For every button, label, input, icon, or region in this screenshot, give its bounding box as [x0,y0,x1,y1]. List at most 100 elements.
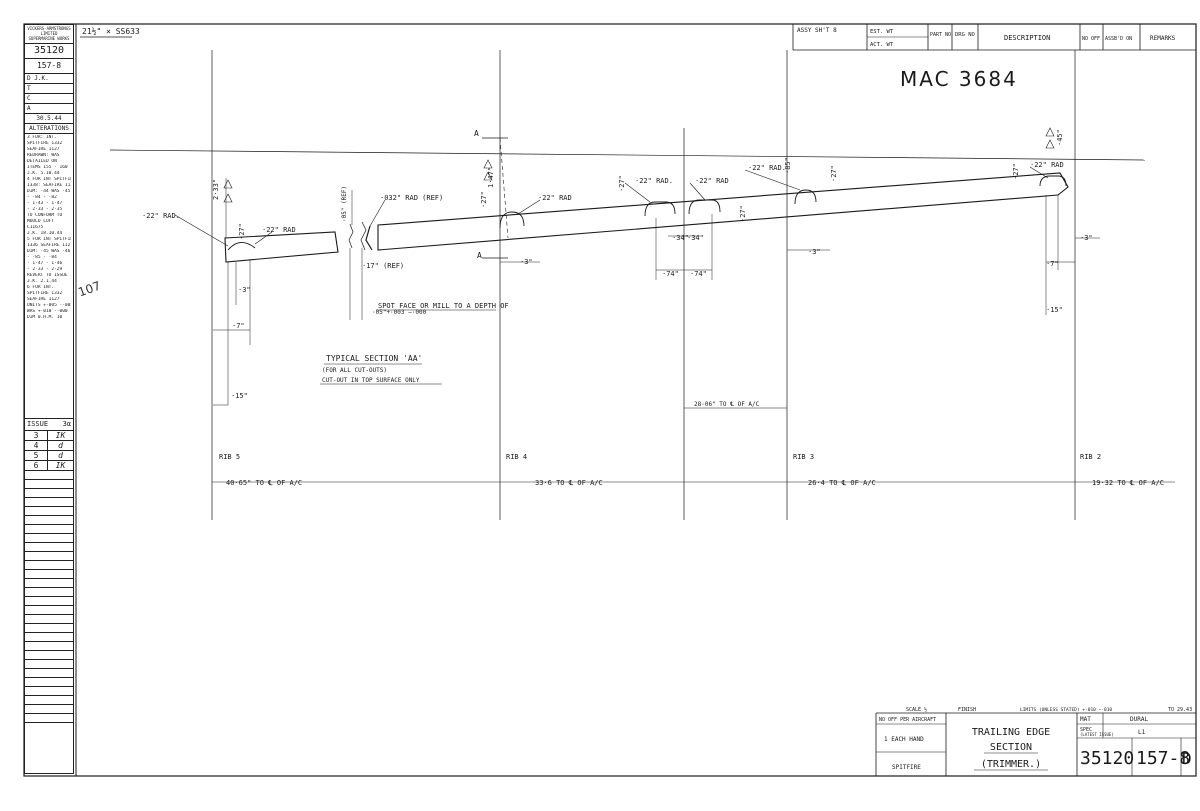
title-block-lines [875,712,1196,776]
alteration-line: MOULD LOFT [27,219,55,224]
blank-row [25,543,73,552]
blank-row [25,489,73,498]
section-cut-line [499,137,509,239]
header-assbd-on: ASSB'D ON [1105,36,1132,42]
mac-number: MAC 3684 [900,67,1018,91]
top-left-ref: 21½" × SS633 [82,26,140,36]
sidebar-row-c: C [25,94,73,104]
alteration-line: J.K. 2.1.44 [27,279,57,284]
alteration-line: - ·84 - ·82 [27,195,57,200]
title-mat-label: MAT [1080,716,1091,723]
leader-rad-7 [744,169,801,191]
dim-27-e: ·27" [830,165,838,182]
alteration-line: REDRAWN: WAS [27,153,60,158]
section-left-piece [224,231,339,263]
dim-7-d: ·7" [1046,260,1059,268]
alteration-line: REVERT TO ISSUE 3 [27,273,71,278]
rad-label-3: ·032" RAD (REF) [380,194,443,202]
issue-initials: IK [55,461,66,470]
blank-row [25,507,73,516]
alteration-line: 4 FOR INT SPITFIRE [27,177,71,182]
sidebar-drawing-no: 35120 [25,44,73,59]
issue-number: 6 [25,461,48,470]
sidebar-issue-header: ISSUE 3α [25,419,73,431]
blank-row [25,552,73,561]
break-mark-1 [348,223,354,249]
title-spec-label: SPEC [1080,727,1092,733]
spot-face-profile [365,225,373,251]
sidebar-sheet-ref: 157-8 [25,59,73,74]
title-scale: SCALE ½ [906,706,927,713]
dim-27-c: ·27" [618,175,626,192]
rad-label-8: ·22" RAD [1030,161,1064,169]
leader-rad-1 [174,214,229,247]
header-est-wt: EST. WT [870,29,894,35]
dim-27-f: ·27" [1012,163,1020,180]
rad-label-2: ·22" RAD [262,226,296,234]
rib-3-label: RIB 3 [793,453,814,461]
blank-row [25,561,73,570]
rib-2-label: RIB 2 [1080,453,1101,461]
title-spec-value: L1 [1138,729,1146,736]
alteration-line: - 1·43 - 1·47 [27,201,63,206]
dim-85: ·85" [784,157,792,174]
rib-5-dist: 40·65" TO ℄ OF A/C [226,479,302,487]
finish-symbol-3 [1045,127,1055,149]
alteration-line: WAS +·010 -·000 [27,309,68,314]
dim-74-b: ·74" [690,270,707,278]
title-date: TO 29.43 [1168,707,1192,713]
sheet-border [23,23,1197,777]
dim-3-c: ·3" [808,248,821,256]
blank-row [25,597,73,606]
blank-row [25,615,73,624]
section-letter-top: A [474,129,479,138]
alteration-line: UNITS +·005 -·005 [27,303,71,308]
cutout-left [227,242,256,251]
title-sheet-no: 157-8 [1136,748,1190,769]
blank-row [25,714,73,723]
alteration-line: J.K. 18.10.44 [27,231,63,236]
blank-row [25,669,73,678]
blank-row [25,579,73,588]
title-line-3: (TRIMMER.) [981,759,1041,770]
issue-row: 6 IK [25,461,73,471]
alteration-line: DIM: ·44 WAS ·45 [27,189,71,194]
cutout-rib4 [499,211,525,229]
sidebar-company-line: LIMITED [40,31,58,36]
section-sub: (FOR ALL CUT-OUTS) [322,367,387,374]
sidebar-row-value: J.K. [34,75,49,82]
sidebar-row-label: T [27,85,31,92]
alteration-line: SPITFIRE 1332 [27,141,63,146]
alteration-line: - ·85 - ·84 [27,255,57,260]
leader-rad-3 [369,199,386,227]
dim-15-d: ·15" [1046,306,1063,314]
alteration-line: SEAFIRE 1127 [27,297,60,302]
sidebar-row-label: A [27,105,31,112]
rad-label-7: ·22" RAD. [748,164,786,172]
sidebar-issue-mark: 3α [62,420,71,428]
dim-7-a: ·7" [232,322,245,330]
header-part-no: PART NO [930,32,951,38]
dim-15-a: ·15" [231,392,248,400]
sidebar-blank-rows [25,471,73,723]
alteration-line: SPITFIRE 1332 [27,291,63,296]
alteration-line: DETAILED ON [27,159,57,164]
blank-row [25,660,73,669]
finish-symbol-2 [483,159,493,181]
cutout-rib2 [1039,175,1067,187]
issue-number: 5 [25,451,48,460]
alteration-line: TO CONFORM TO [27,213,63,218]
blank-row [25,651,73,660]
rib-3-dist: 26·4 TO ℄ OF A/C [808,479,876,487]
dim-233: 2·33" [212,179,220,200]
sidebar-row-d: D J.K. [25,74,73,84]
alteration-line: 1336 SEAFIRE 1127 [27,243,71,248]
alteration-line: DIM: ·45 WAS ·46 [27,249,71,254]
issue-number: 3 [25,431,48,440]
alteration-line: J.K. 5.10.44 [27,171,60,176]
header-description: DESCRIPTION [1004,34,1050,42]
section-note: CUT-OUT IN TOP SURFACE ONLY [322,377,420,384]
spot-face-note: SPOT FACE OR MILL TO A DEPTH OF [378,302,509,310]
